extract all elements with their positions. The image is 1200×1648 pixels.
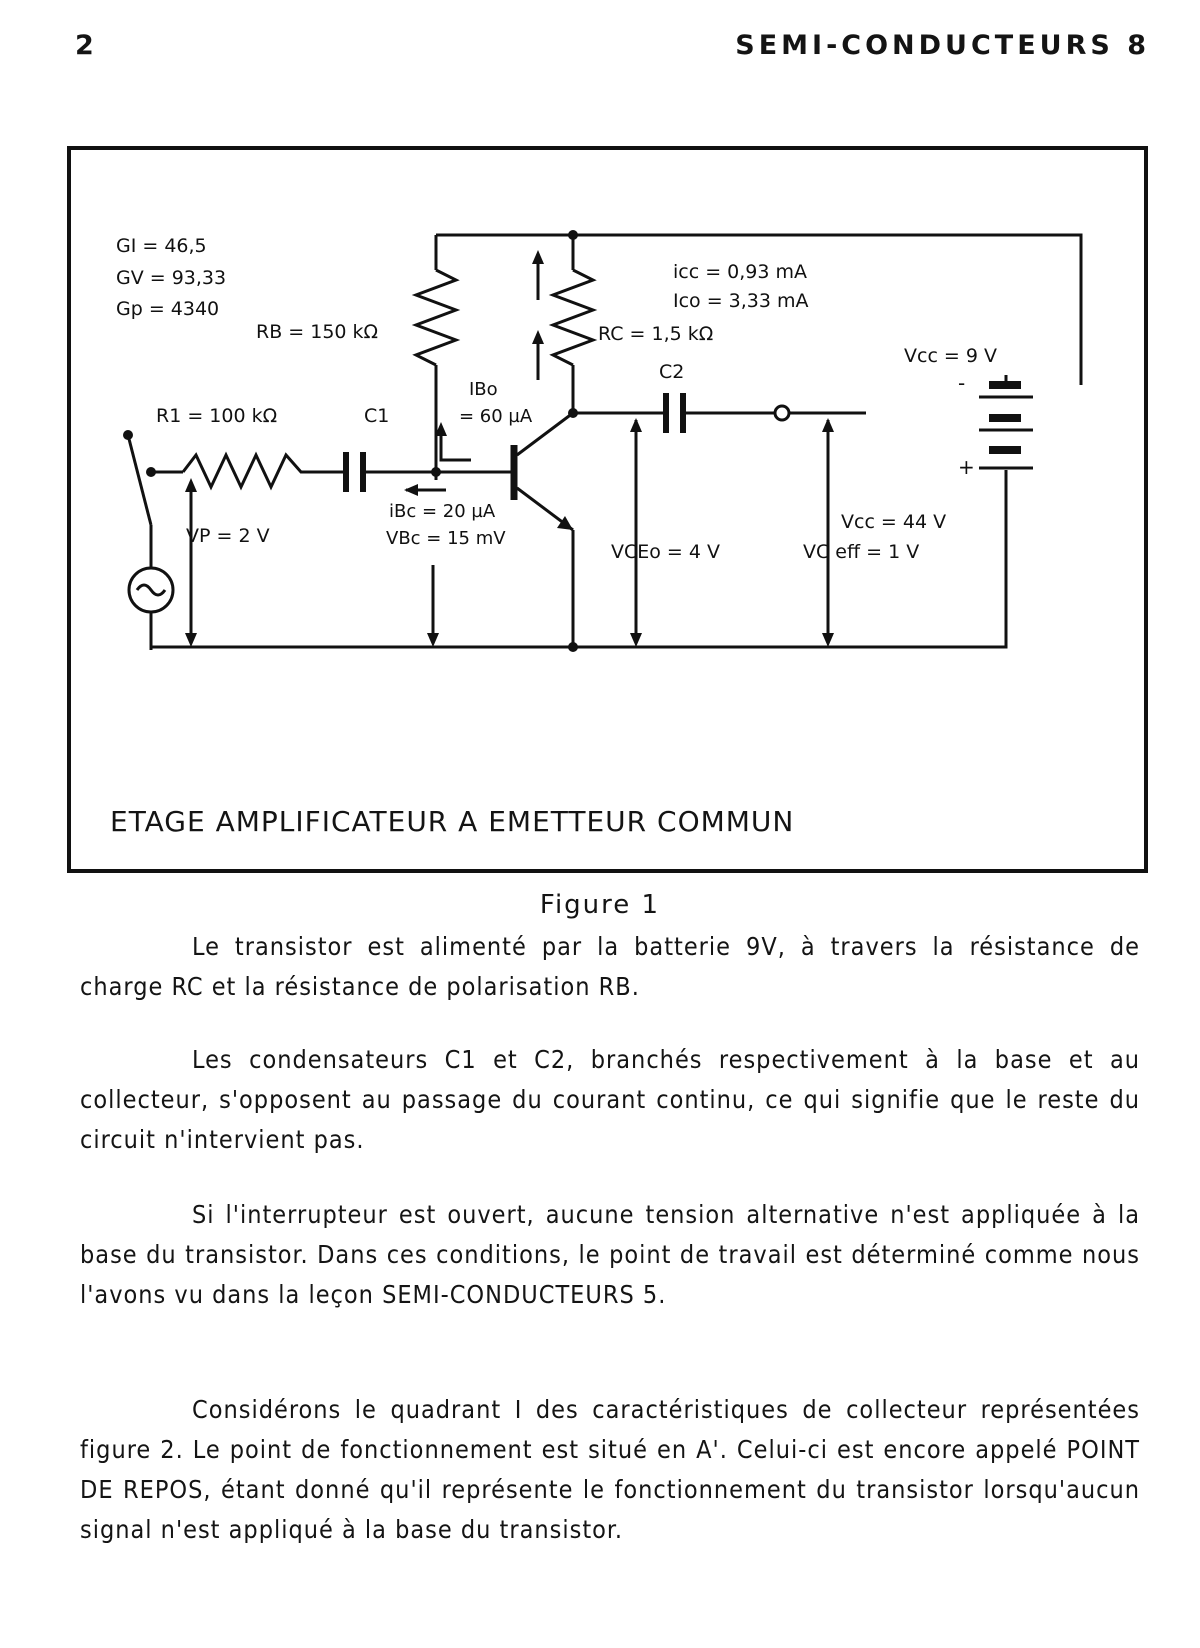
- ico-label: Ico = 3,33 mA: [673, 290, 809, 312]
- paragraph-4: Considérons le quadrant I des caractéris…: [80, 1395, 1140, 1544]
- running-title: SEMI-CONDUCTEURS 8: [735, 30, 1150, 61]
- rb-resistor: [411, 268, 461, 367]
- circuit-diagram: GI = 46,5 GV = 93,33 Gp = 4340 RB = 150 …: [116, 230, 1083, 652]
- ibo-label: IBo: [469, 379, 498, 400]
- rc-resistor: [548, 268, 598, 367]
- vcc-out-label: Vcc = 44 V: [841, 511, 946, 533]
- battery-plus: +: [958, 455, 975, 479]
- c1-label: C1: [364, 405, 389, 427]
- output-terminal: [773, 404, 791, 422]
- paragraph-1: Le transistor est alimenté par la batter…: [80, 932, 1140, 1001]
- r1-resistor: [181, 451, 346, 491]
- gain-gv: GV = 93,33: [116, 267, 226, 289]
- vc-eff-label: VC eff = 1 V: [803, 541, 919, 563]
- r1-label: R1 = 100 kΩ: [156, 405, 277, 427]
- gain-gp: Gp = 4340: [116, 298, 219, 320]
- vp-label: VP = 2 V: [186, 525, 270, 547]
- transistor-collector: [516, 411, 574, 457]
- icc-label: icc = 0,93 mA: [673, 261, 807, 283]
- page-number: 2: [75, 30, 97, 61]
- figure-title: ETAGE AMPLIFICATEUR A EMETTEUR COMMUN: [110, 805, 795, 838]
- vbc-label: VBc = 15 mV: [386, 528, 506, 549]
- figure-frame: GI = 46,5 GV = 93,33 Gp = 4340 RB = 150 …: [67, 146, 1148, 873]
- rc-label: RC = 1,5 kΩ: [598, 323, 713, 345]
- ibo-value: = 60 µA: [459, 406, 533, 427]
- ibc-label: iBc = 20 µA: [389, 501, 496, 522]
- switch-blade: [126, 434, 153, 526]
- paragraph-3: Si l'interrupteur est ouvert, aucune ten…: [80, 1200, 1140, 1309]
- figure-caption: Figure 1: [539, 890, 661, 920]
- vceo-label: VCEo = 4 V: [611, 541, 720, 563]
- rb-label: RB = 150 kΩ: [256, 321, 378, 343]
- collector-wire: [571, 365, 666, 415]
- top-rail-wire: [436, 233, 1083, 385]
- gain-gi: GI = 46,5: [116, 235, 207, 257]
- paragraph-2: Les condensateurs C1 et C2, branchés res…: [80, 1045, 1140, 1154]
- battery-minus: -: [958, 371, 965, 395]
- vcc-battery-label: Vcc = 9 V: [904, 345, 997, 367]
- c2-label: C2: [659, 361, 684, 383]
- bottom-rail: [151, 470, 1008, 649]
